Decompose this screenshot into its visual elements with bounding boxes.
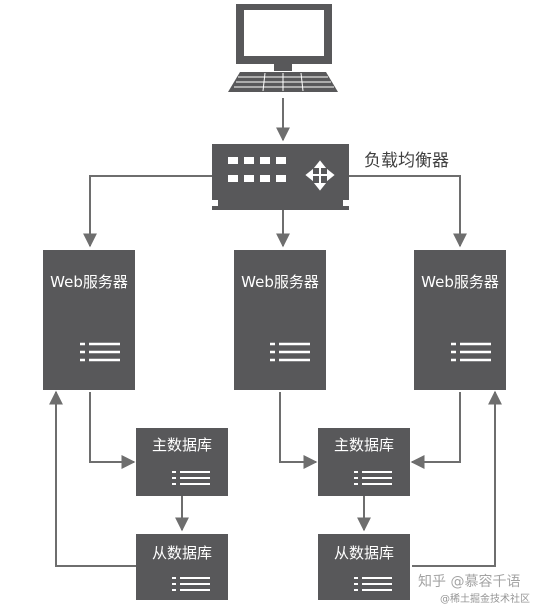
web-server-label: Web服务器	[241, 273, 319, 291]
arrow-slave-1-to-web-1	[49, 390, 136, 567]
load-balancer	[212, 144, 349, 210]
slave-db-2: 从数据库	[318, 534, 410, 600]
computer-icon	[228, 4, 338, 92]
list-lines-icon	[270, 342, 310, 362]
web-server-label: Web服务器	[50, 273, 128, 291]
list-lines-icon	[354, 471, 392, 485]
slave-db-1: 从数据库	[136, 534, 228, 600]
arrow-web-2-to-master-2	[279, 392, 318, 469]
master-db-2: 主数据库	[318, 428, 410, 496]
list-lines-icon	[80, 342, 120, 362]
master-db-1: 主数据库	[136, 428, 228, 496]
list-lines-icon	[354, 577, 392, 591]
watermark-juejin: @稀土掘金技术社区	[440, 592, 530, 605]
watermark-zhihu: 知乎 @慕容千语	[418, 573, 520, 590]
web-server-2: Web服务器	[234, 250, 326, 390]
connectors	[49, 98, 502, 567]
slave-db-label: 从数据库	[334, 544, 394, 562]
web-server-3: Web服务器	[414, 250, 506, 390]
master-db-label: 主数据库	[152, 436, 212, 454]
list-lines-icon	[172, 471, 210, 485]
load-balancer-label: 负载均衡器	[364, 151, 449, 171]
slave-db-label: 从数据库	[152, 544, 212, 562]
arrow-balancer-to-web-3	[349, 175, 467, 248]
web-server-label: Web服务器	[421, 273, 499, 291]
move-arrows-icon	[305, 160, 335, 191]
arrow-web-3-to-master-2	[410, 392, 461, 469]
network-ports-icon	[228, 157, 286, 182]
master-db-label: 主数据库	[334, 436, 394, 454]
list-lines-icon	[172, 577, 210, 591]
arrow-web-1-to-master-1	[89, 392, 136, 469]
web-server-1: Web服务器	[43, 250, 135, 390]
arrow-slave-2-to-web-3	[412, 390, 502, 567]
arrow-balancer-to-web-1	[83, 175, 212, 248]
list-lines-icon	[451, 342, 491, 362]
